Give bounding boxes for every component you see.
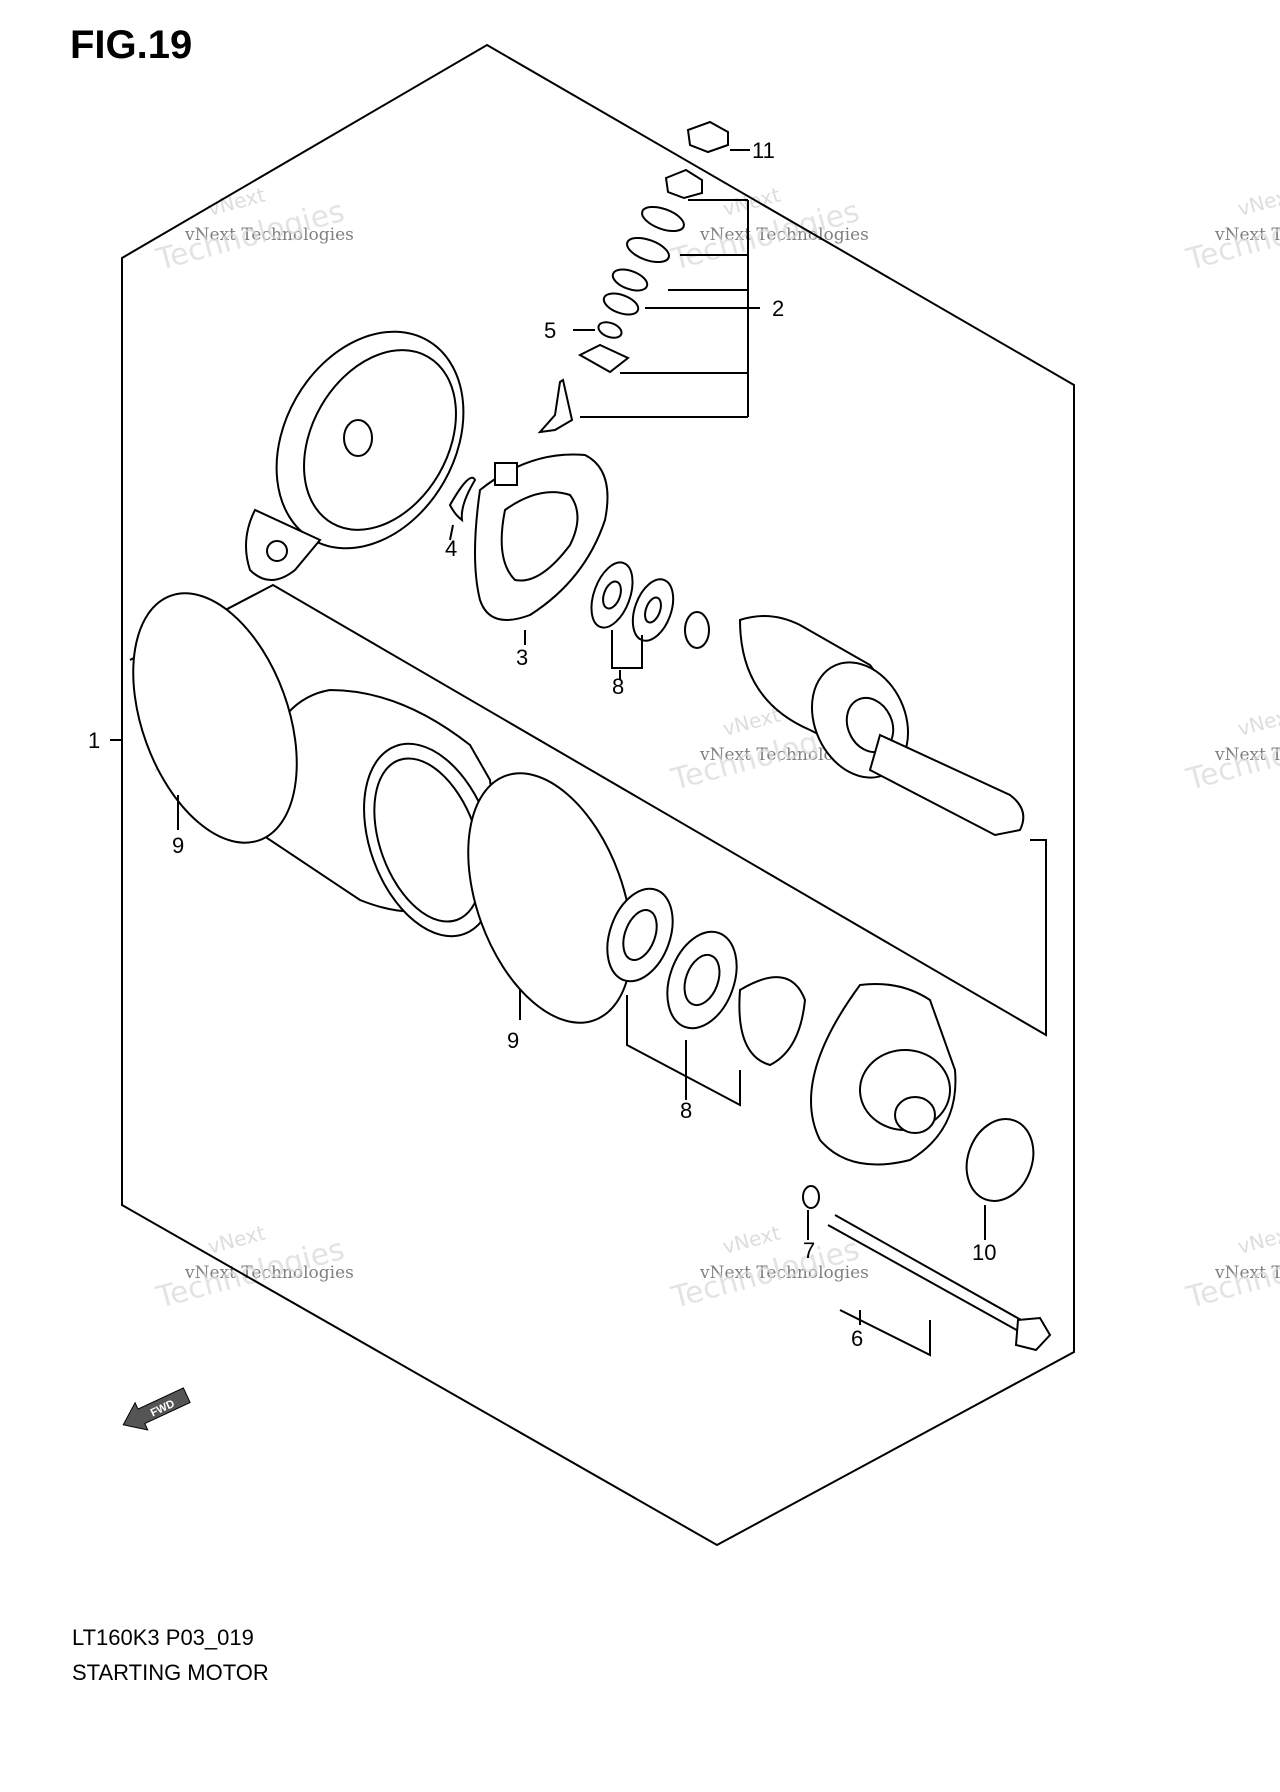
callout-7: 7 xyxy=(803,1238,815,1263)
rear-end-cover xyxy=(245,330,465,581)
fwd-label: FWD xyxy=(149,1398,177,1419)
o-ring-upper xyxy=(132,592,298,844)
watermark-top: vNext xyxy=(1235,702,1280,740)
watermark-text: vNext Technologies xyxy=(699,225,869,245)
diagram-name: STARTING MOTOR xyxy=(72,1660,269,1685)
front-cover xyxy=(810,983,957,1166)
brush-spring xyxy=(448,476,477,523)
watermark-text: vNext Technologies xyxy=(1214,745,1280,765)
diagram-code: LT160K3 P03_019 xyxy=(72,1625,254,1650)
callout-8-upper: 8 xyxy=(612,674,624,699)
o-ring-front xyxy=(965,1118,1035,1202)
callout-8-lower: 8 xyxy=(680,1098,692,1123)
armature xyxy=(684,611,1025,837)
callout-11: 11 xyxy=(752,138,775,163)
callout-leaders xyxy=(110,524,986,1325)
callout-labels: 1 2 3 4 5 6 7 8 8 9 9 10 11 xyxy=(88,138,996,1351)
figure-title: FIG.19 xyxy=(70,23,192,67)
callout-2: 2 xyxy=(772,296,784,321)
watermark-text: vNext Technologies xyxy=(184,225,354,245)
o-ring-lower xyxy=(467,772,633,1024)
watermark-top: vNext xyxy=(1235,1220,1280,1258)
watermark-text: vNext Technologies xyxy=(184,1263,354,1283)
callout-4: 4 xyxy=(445,536,457,561)
callout-9-upper: 9 xyxy=(172,833,184,858)
watermark-text: vNext Technologies xyxy=(699,1263,869,1283)
thrust-washers-upper xyxy=(590,561,675,669)
callout-9-lower: 9 xyxy=(507,1028,519,1053)
terminal-stack xyxy=(537,120,729,434)
watermark-text: vNext Technologies xyxy=(1214,1263,1280,1283)
callout-1: 1 xyxy=(88,728,100,753)
watermark-text: vNext Technologies xyxy=(1214,225,1280,245)
assembly-outline xyxy=(121,43,1075,1547)
thrust-washers-lower xyxy=(606,887,807,1107)
leader-lines-2 xyxy=(573,149,760,418)
through-bolt xyxy=(827,1214,1052,1357)
callout-10: 10 xyxy=(972,1240,996,1265)
washer-7 xyxy=(802,1185,820,1209)
callout-3: 3 xyxy=(516,645,528,670)
callout-5: 5 xyxy=(544,318,556,343)
brush-holder-plate xyxy=(474,453,609,621)
forward-direction-arrow: FWD xyxy=(122,1387,191,1431)
watermark-top: vNext xyxy=(1235,182,1280,220)
callout-6: 6 xyxy=(851,1326,863,1351)
